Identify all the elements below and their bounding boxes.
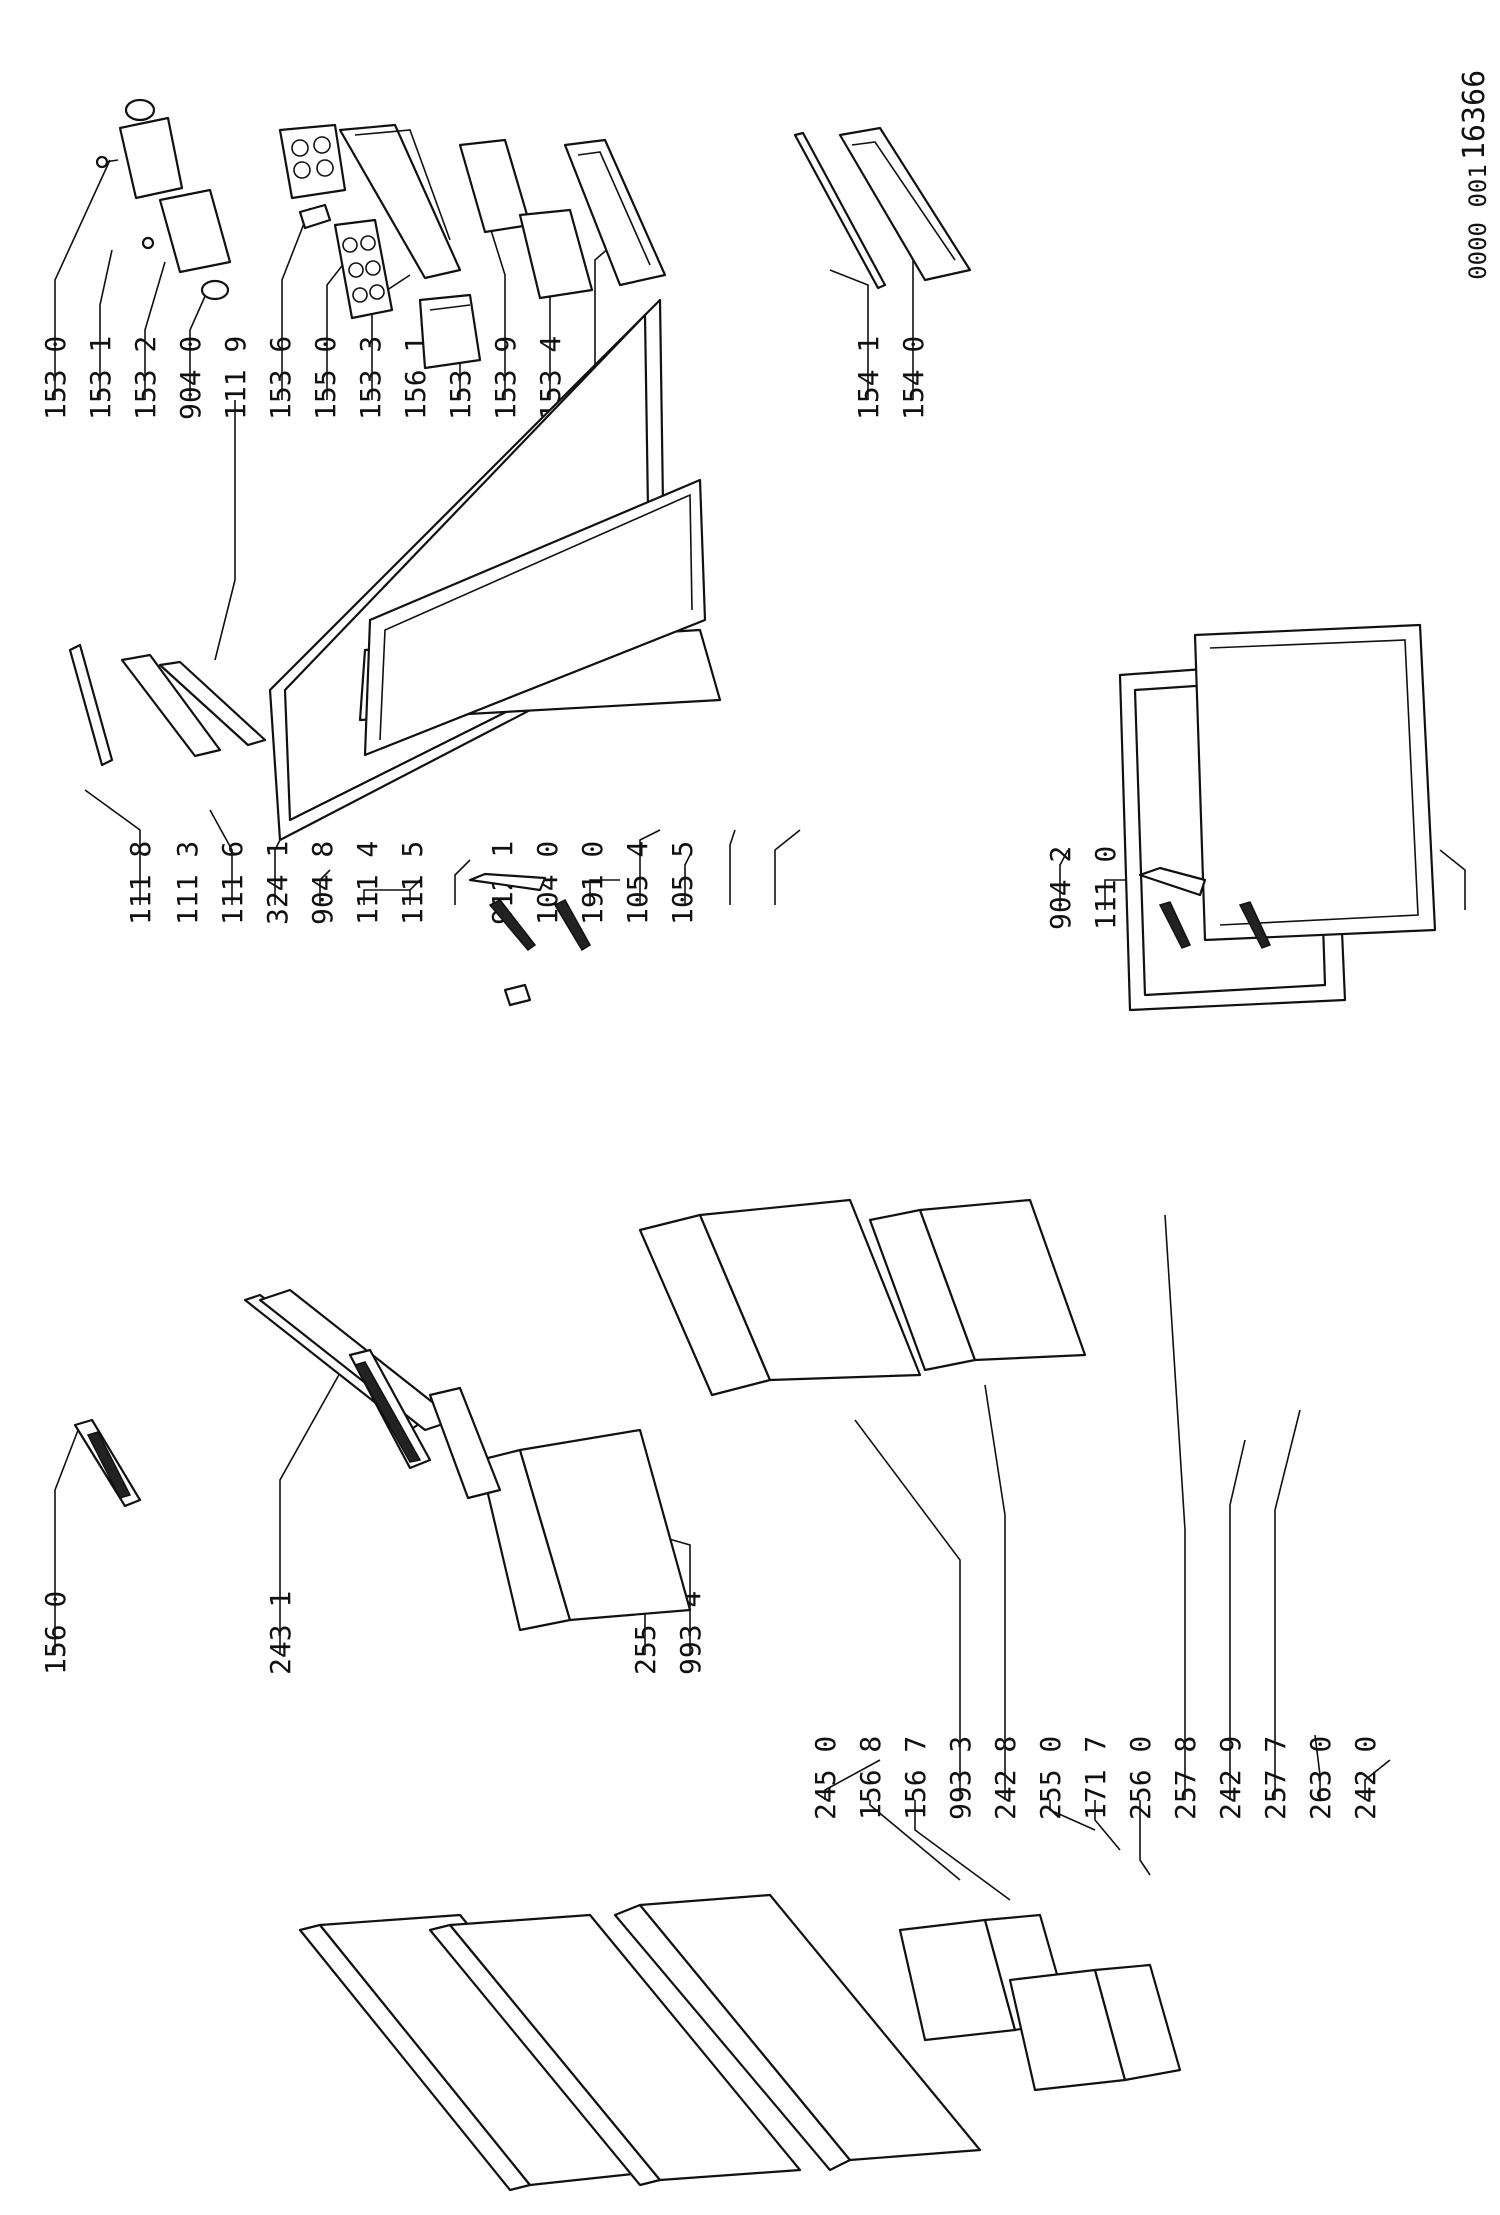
freezer-hinge-part	[1138, 866, 1272, 949]
part-number-label: 111 4	[351, 841, 384, 925]
part-number-label: 155 0	[309, 336, 342, 420]
crisper-drawer-part	[478, 1428, 692, 1632]
part-number-label: 111 3	[171, 841, 204, 925]
part-number-label: 242 0	[1349, 1736, 1382, 1820]
clip-part	[298, 203, 332, 230]
part-number-label: 245 0	[809, 1736, 842, 1820]
bin-box-part	[518, 208, 594, 300]
document-code: 0000 001	[1464, 164, 1492, 280]
drawing-number: 16366	[1457, 70, 1492, 160]
part-number-label: 191 0	[576, 841, 609, 925]
freezer-gasket-part	[1193, 623, 1437, 942]
egg-tray-lower-part	[333, 218, 394, 320]
bottom-door-bin-part	[838, 126, 972, 282]
part-number-label: 105 4	[621, 841, 654, 925]
bar-part	[793, 131, 887, 290]
glass-shelf-part	[243, 1288, 457, 1432]
storage-box-lower-part	[1008, 1963, 1182, 2092]
hinge-part	[468, 872, 592, 1007]
svg-text:0000 001: 0000 001	[1464, 164, 1492, 280]
ice-tray-part	[73, 1418, 142, 1508]
door-tray-part	[563, 138, 667, 287]
part-number-label: 153 6	[264, 336, 297, 420]
drawer-lower-part	[868, 1198, 1087, 1372]
bottle-holder-part	[95, 98, 184, 200]
part-number-label: 105 5	[666, 841, 699, 925]
crisper-cover-part	[613, 1893, 982, 2172]
handle-part	[68, 643, 267, 767]
small-bin-part	[458, 138, 532, 234]
filter-grid-upper-part	[348, 1348, 432, 1470]
door-shelf-part	[338, 123, 462, 280]
leaders-door-panel	[84, 789, 801, 905]
part-number-label: 111 5	[396, 841, 429, 925]
part-number-label: 153 3	[354, 336, 387, 420]
bottle-holder-lower-part	[141, 188, 232, 301]
part-number-label: 324 1	[261, 841, 294, 925]
shelf-frame-lower-part	[428, 1913, 802, 2187]
filter-grid-lower-part	[428, 1386, 502, 1500]
drawer-upper-part	[638, 1198, 922, 1397]
egg-tray-upper-part	[278, 123, 347, 200]
part-number-label: 156 8	[854, 1736, 887, 1820]
door-gasket-part	[363, 478, 707, 757]
butter-dish-part	[418, 293, 482, 370]
part-number-label: 904 8	[306, 841, 339, 925]
leaders-lower	[54, 1214, 1391, 1901]
svg-text:16366: 16366	[1457, 70, 1492, 160]
